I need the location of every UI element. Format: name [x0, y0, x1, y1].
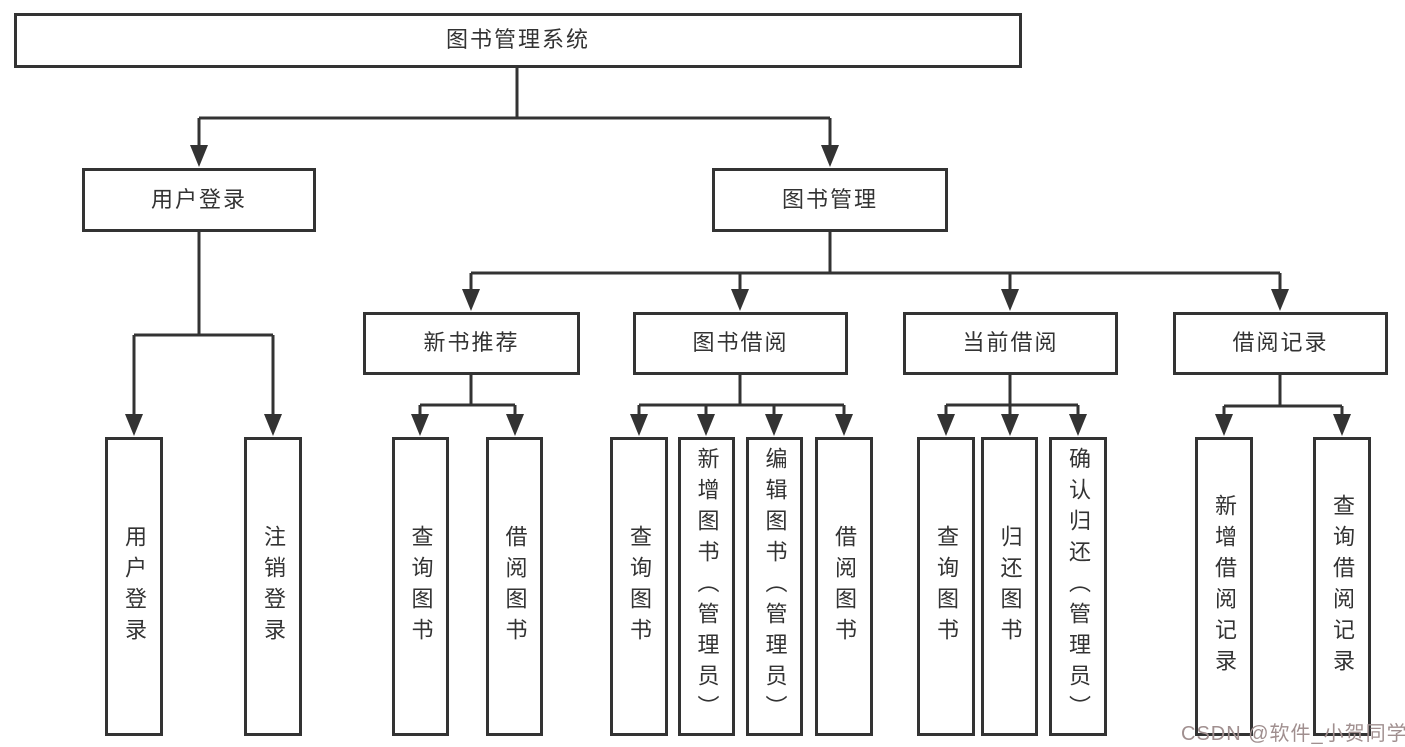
node-recommend-borrow-books-label: 借阅图书 [502, 524, 528, 649]
node-new-book-recommend: 新书推荐 [363, 312, 580, 375]
node-root: 图书管理系统 [14, 13, 1022, 68]
node-recommend-query-books: 查询图书 [392, 437, 449, 736]
node-logout-action-label: 注销登录 [261, 524, 286, 649]
node-records-query-record: 查询借阅记录 [1313, 437, 1371, 736]
node-current-query-books-label: 查询图书 [934, 524, 959, 649]
node-current-borrow-label: 当前借阅 [962, 330, 1059, 356]
watermark: CSDN @软件_小贺同学 [1181, 723, 1405, 745]
node-borrow-query-books: 查询图书 [610, 437, 668, 736]
node-current-query-books: 查询图书 [917, 437, 975, 736]
node-records-query-record-label: 查询借阅记录 [1330, 493, 1355, 680]
node-book-management: 图书管理 [712, 168, 948, 232]
node-borrow-records: 借阅记录 [1173, 312, 1388, 375]
node-current-confirm-return-admin-label: 确认归还（管理员） [1066, 447, 1091, 726]
node-user-login-label: 用户登录 [150, 186, 247, 212]
node-borrow-borrow-books-label: 借阅图书 [832, 524, 857, 649]
node-records-add-record: 新增借阅记录 [1195, 437, 1253, 736]
node-borrow-add-books-admin: 新增图书（管理员） [678, 437, 735, 736]
node-user-login-action: 用户登录 [105, 437, 163, 736]
node-recommend-borrow-books: 借阅图书 [486, 437, 543, 736]
node-borrow-edit-books-admin: 编辑图书（管理员） [746, 437, 803, 736]
node-new-book-recommend-label: 新书推荐 [423, 330, 520, 356]
node-current-return-books-label: 归还图书 [997, 524, 1023, 649]
node-book-management-label: 图书管理 [781, 186, 878, 212]
node-records-add-record-label: 新增借阅记录 [1212, 493, 1237, 680]
node-borrow-borrow-books: 借阅图书 [815, 437, 873, 736]
node-logout-action: 注销登录 [244, 437, 302, 736]
node-book-borrow: 图书借阅 [633, 312, 848, 375]
node-user-login: 用户登录 [82, 168, 316, 232]
node-book-borrow-label: 图书借阅 [692, 330, 789, 356]
node-root-label: 图书管理系统 [445, 27, 590, 53]
node-borrow-records-label: 借阅记录 [1232, 330, 1329, 356]
node-recommend-query-books-label: 查询图书 [408, 524, 434, 649]
node-borrow-add-books-admin-label: 新增图书（管理员） [694, 447, 720, 726]
node-user-login-action-label: 用户登录 [122, 524, 147, 649]
node-current-borrow: 当前借阅 [903, 312, 1118, 375]
node-current-confirm-return-admin: 确认归还（管理员） [1049, 437, 1107, 736]
node-borrow-query-books-label: 查询图书 [627, 524, 652, 649]
node-current-return-books: 归还图书 [981, 437, 1038, 736]
node-borrow-edit-books-admin-label: 编辑图书（管理员） [762, 447, 788, 726]
